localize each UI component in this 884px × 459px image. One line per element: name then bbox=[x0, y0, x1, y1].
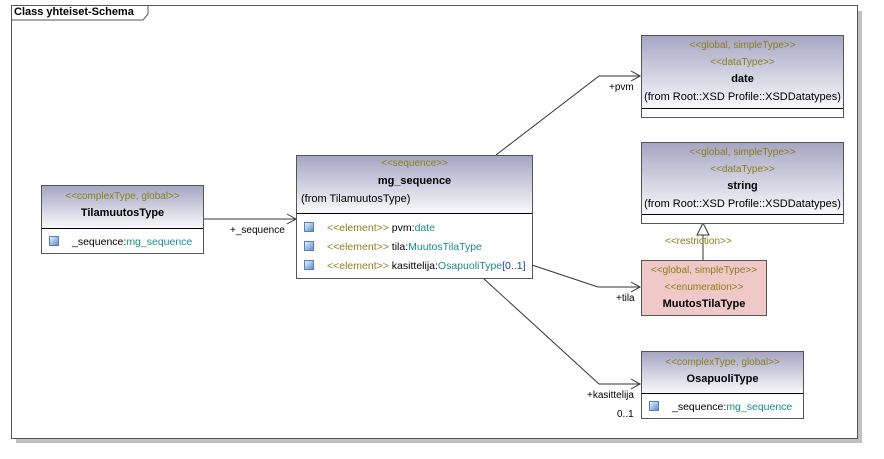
attribute-icon bbox=[304, 260, 314, 270]
stereotype: <<global, simpleType>> bbox=[689, 147, 796, 158]
attribute-row[interactable]: _sequence:mg_sequence bbox=[42, 233, 203, 251]
class-string[interactable]: <<global, simpleType>> <<dataType>> stri… bbox=[641, 142, 844, 224]
attribute-icon bbox=[649, 401, 659, 411]
class-header: <<sequence>> mg_sequence (from Tilamuuto… bbox=[297, 156, 532, 214]
class-header: <<global, simpleType>> <<dataType>> stri… bbox=[642, 143, 843, 215]
attribute-text: <<element>> tila:MuutosTilaType bbox=[327, 241, 482, 253]
class-name: date bbox=[731, 73, 754, 85]
multiplicity-label-kasittelija: 0..1 bbox=[617, 409, 634, 420]
frame-tab-border bbox=[11, 5, 149, 21]
stereotype: <<complexType, global>> bbox=[665, 357, 780, 368]
class-muutostilatype[interactable]: <<global, simpleType>> <<enumeration>> M… bbox=[641, 260, 767, 316]
from-package: (from Root::XSD Profile::XSDDatatypes) bbox=[644, 91, 841, 103]
connector-sequence[interactable] bbox=[203, 213, 298, 225]
class-header: <<global, simpleType>> <<dataType>> date… bbox=[642, 36, 843, 109]
stereotype: <<enumeration>> bbox=[664, 282, 744, 293]
attribute-row[interactable]: <<element>> kasittelija:OsapuoliType[0..… bbox=[297, 257, 532, 276]
class-header: <<complexType, global>> OsapuoliType bbox=[642, 352, 803, 394]
connector-kasittelija[interactable] bbox=[482, 277, 642, 390]
class-name: TilamuutosType bbox=[80, 207, 165, 219]
attribute-row[interactable]: _sequence:mg_sequence bbox=[642, 398, 803, 416]
stereotype: <<dataType>> bbox=[710, 57, 775, 68]
connector-tila[interactable] bbox=[531, 264, 642, 293]
attribute-text: <<element>> pvm:date bbox=[327, 222, 436, 234]
class-name: mg_sequence bbox=[377, 175, 452, 187]
attribute-text: <<element>> kasittelija:OsapuoliType[0..… bbox=[327, 260, 526, 272]
connector-restriction[interactable] bbox=[696, 221, 710, 260]
stereotype: <<complexType, global>> bbox=[65, 191, 180, 202]
class-name: MuutosTilaType bbox=[662, 298, 746, 310]
from-package: (from TilamuutosType) bbox=[301, 193, 411, 205]
class-header: <<complexType, global>> TilamuutosType bbox=[42, 186, 203, 229]
stereotype: <<global, simpleType>> bbox=[650, 265, 758, 276]
class-tilamuutostype[interactable]: <<complexType, global>> TilamuutosType _… bbox=[41, 185, 204, 254]
class-date[interactable]: <<global, simpleType>> <<dataType>> date… bbox=[641, 35, 844, 118]
stereotype: <<global, simpleType>> bbox=[689, 40, 796, 51]
connector-pvm[interactable] bbox=[495, 70, 642, 156]
role-label-kasittelija: +kasittelija bbox=[587, 390, 634, 401]
diagram-title: Class yhteiset-Schema bbox=[14, 6, 134, 18]
attribute-icon bbox=[304, 222, 314, 232]
from-package: (from Root::XSD Profile::XSDDatatypes) bbox=[644, 198, 841, 210]
role-label-pvm: +pvm bbox=[609, 82, 634, 93]
class-name: string bbox=[727, 180, 758, 192]
class-mg-sequence[interactable]: <<sequence>> mg_sequence (from Tilamuuto… bbox=[296, 155, 533, 279]
stereotype: <<sequence>> bbox=[381, 158, 448, 169]
attribute-icon bbox=[304, 241, 314, 251]
role-label-tila: +tila bbox=[616, 293, 635, 304]
restriction-label: <<restriction>> bbox=[665, 236, 732, 247]
class-name: OsapuoliType bbox=[686, 373, 759, 385]
role-label-sequence: +_sequence bbox=[230, 225, 285, 236]
attribute-row[interactable]: <<element>> pvm:date bbox=[297, 219, 532, 238]
attribute-text: _sequence:mg_sequence bbox=[72, 236, 193, 248]
attribute-icon bbox=[49, 236, 59, 246]
stereotype: <<dataType>> bbox=[710, 164, 775, 175]
class-osapuolitype[interactable]: <<complexType, global>> OsapuoliType _se… bbox=[641, 351, 804, 419]
attribute-text: _sequence:mg_sequence bbox=[672, 401, 793, 413]
attribute-row[interactable]: <<element>> tila:MuutosTilaType bbox=[297, 238, 532, 257]
